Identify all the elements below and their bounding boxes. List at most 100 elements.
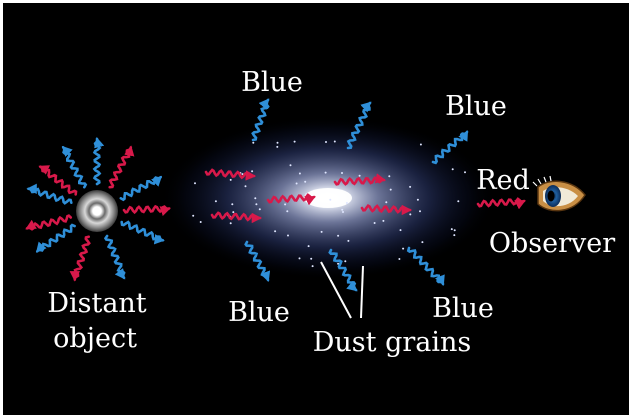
scattered-blue-ray-3: [244, 240, 271, 282]
dust-grain-dot: [295, 182, 298, 185]
dust-grain-dot: [293, 140, 296, 143]
dust-grain-dot: [244, 185, 247, 188]
dust-grain-dot: [329, 198, 332, 201]
scattered-blue-ray-2: [431, 130, 469, 165]
dust-grain-dot: [409, 213, 412, 216]
dust-grain-dot: [402, 247, 405, 250]
label-dust-grains: Dust grains: [313, 327, 472, 358]
dust-grain-dot: [255, 203, 258, 206]
dust-grain-dot: [419, 143, 422, 146]
dust-grain-dot: [254, 197, 257, 200]
dust-grain-dot: [344, 260, 347, 263]
dust-grain-dot: [453, 229, 456, 232]
dust-grain-dot: [289, 164, 292, 167]
light-ray-arrows: [25, 98, 526, 292]
dust-grain-dot: [345, 202, 348, 204]
dust-grains-pointer: [320, 261, 364, 319]
dust-grain-dot: [337, 262, 340, 265]
source-ray-red-8: [25, 214, 73, 231]
transmitted-red-ray-1: [210, 211, 263, 224]
dust-grain-dot: [421, 241, 424, 244]
source-ray-blue-4: [120, 220, 165, 245]
label-red: Red: [476, 165, 530, 196]
eye-icon: [532, 175, 586, 212]
dust-grain-dot: [307, 245, 310, 248]
dust-grain-dot: [324, 171, 327, 174]
scattered-blue-ray-4: [328, 248, 358, 292]
dust-grain-dot: [276, 141, 279, 144]
label-blue-top-right: Blue: [445, 91, 507, 122]
dust-grain-dot: [298, 172, 301, 175]
transmitted-red-ray-4: [360, 204, 413, 216]
label-distant-object-line2: object: [53, 323, 137, 354]
dust-grain-dot: [464, 171, 466, 174]
label-blue-top-left: Blue: [241, 67, 303, 98]
scattered-blue-ray-1: [346, 101, 372, 150]
source-ray-blue-5: [103, 234, 126, 280]
dust-grain-dot: [416, 198, 419, 201]
dust-grain-dot: [298, 257, 301, 260]
dust-grain-dot: [337, 234, 340, 237]
dust-grain-dot: [199, 221, 202, 223]
dust-grain-dot: [276, 145, 279, 148]
dust-grain-dot: [389, 188, 392, 191]
dust-grain-dot: [453, 234, 456, 237]
dust-grain-dot: [320, 230, 323, 233]
dust-grain-dot: [451, 168, 454, 171]
dust-grain-dot: [214, 200, 217, 203]
dust-grain-dot: [457, 200, 460, 203]
dust-grain-dot: [399, 229, 402, 232]
source-ray-red-6: [69, 235, 91, 282]
source-ray-blue-11: [26, 183, 73, 205]
dust-grain-dot: [373, 222, 376, 224]
dust-grain-dot: [347, 239, 350, 242]
dust-grain-dot: [311, 265, 314, 268]
dust-grain-dot: [232, 211, 235, 214]
dust-grain-dot: [419, 210, 421, 213]
dust-grain-dot: [342, 211, 344, 213]
dust-grain-dot: [304, 180, 307, 183]
transmitted-red-ray-2: [266, 193, 316, 206]
dust-grain-dot: [229, 178, 232, 181]
source-ray-red-1: [108, 145, 135, 189]
source-ray-red-9: [38, 165, 78, 196]
distant-object-sphere: [76, 190, 118, 232]
dust-grain-dot: [341, 208, 344, 211]
dust-grain-dot: [409, 185, 412, 188]
label-blue-bottom-right: Blue: [432, 293, 494, 324]
dust-grain-dot: [274, 230, 277, 233]
dust-grain-dot: [382, 219, 385, 222]
dust-grain-dot: [398, 258, 401, 260]
dust-grain-dot: [194, 182, 196, 185]
transmitted-red-ray-0: [204, 168, 257, 181]
scattered-blue-ray-0: [251, 98, 270, 142]
dust-grain-dot: [284, 203, 287, 206]
dust-grain-dot: [325, 141, 327, 143]
dust-grain-dot: [450, 228, 453, 231]
dust-grain-dot: [287, 234, 289, 237]
label-distant-object-line1: Distant: [47, 288, 146, 319]
dust-grain-dot: [286, 210, 289, 213]
source-ray-blue-7: [35, 223, 76, 253]
dust-grain-dot: [341, 172, 343, 174]
dust-grain-dot: [385, 201, 388, 204]
scattered-blue-ray-5: [406, 246, 445, 286]
dust-grain-dot: [252, 141, 255, 144]
dust-grain-dot: [231, 203, 234, 206]
transmitted-red-ray-5: [476, 197, 526, 210]
label-blue-bottom-left: Blue: [228, 297, 290, 328]
dust-grain-dot: [333, 140, 336, 143]
dust-grain-dot: [358, 174, 361, 177]
dust-grain-dot: [258, 208, 261, 211]
source-ray-blue-2: [119, 175, 163, 202]
dust-grain-dot: [192, 214, 195, 217]
dust-cloud-core: [304, 188, 352, 208]
source-ray-blue-10: [61, 145, 88, 189]
label-observer: Observer: [489, 228, 615, 259]
dust-grain-dot: [310, 257, 313, 260]
source-ray-red-3: [122, 204, 171, 217]
dust-grain-dot: [388, 175, 391, 178]
